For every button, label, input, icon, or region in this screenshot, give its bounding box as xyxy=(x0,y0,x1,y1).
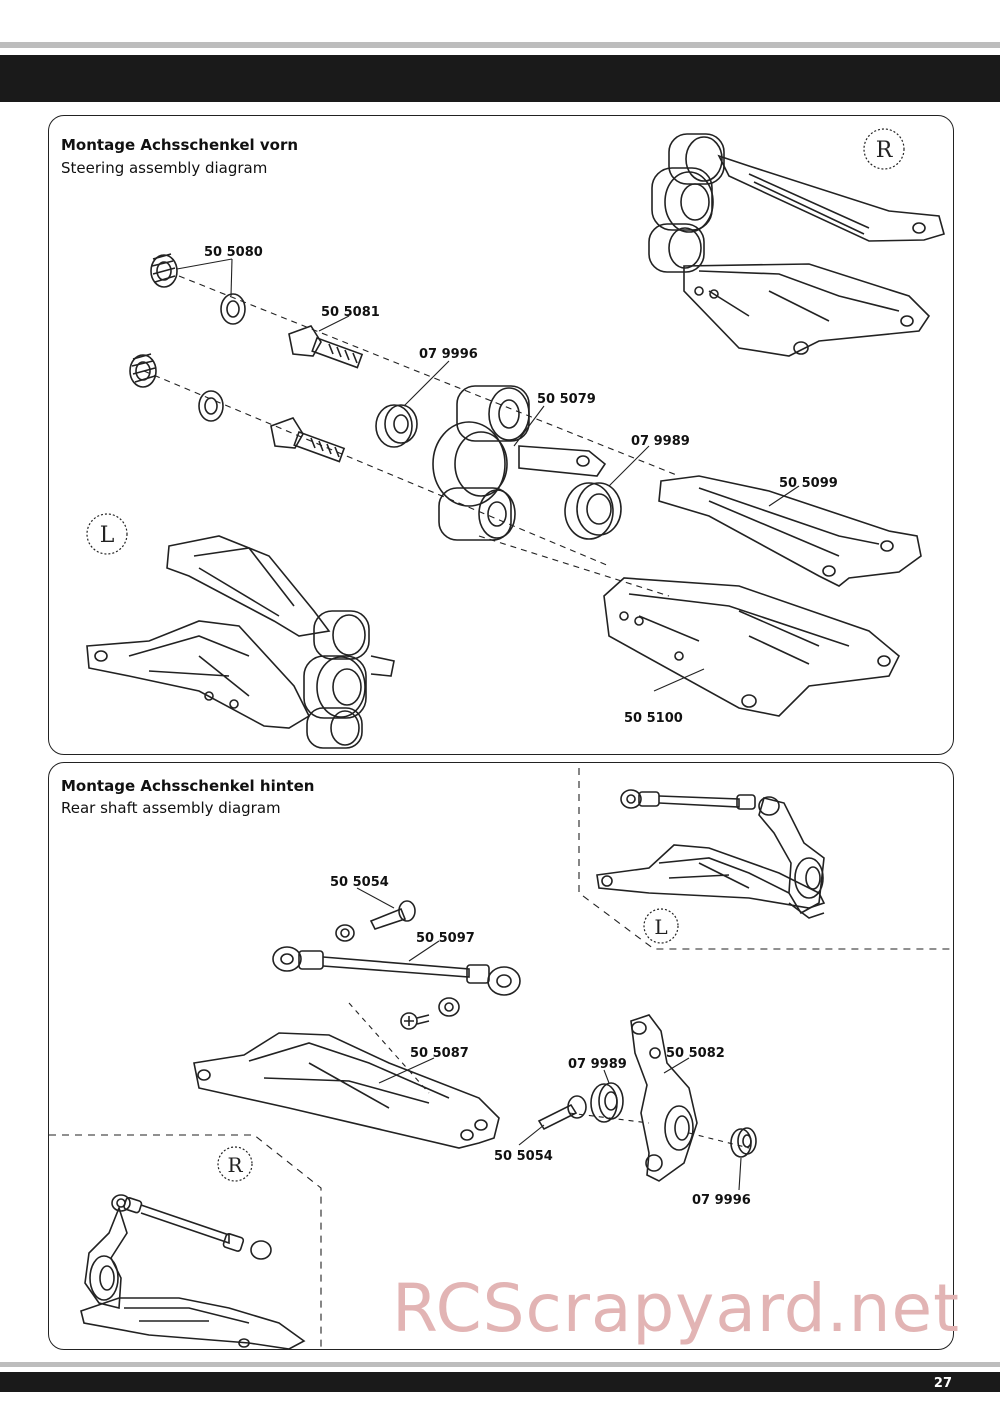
front-bearing-small xyxy=(375,404,418,448)
front-ball-stud-lower xyxy=(270,417,346,463)
front-washer-upper xyxy=(220,293,246,325)
part-label-07-9996: 07 9996 xyxy=(419,347,478,362)
part-label-07-9989: 07 9989 xyxy=(631,434,690,449)
front-threaded-insert-upper xyxy=(150,253,178,288)
rear-left-side-label: L xyxy=(654,915,667,939)
front-bearing-large xyxy=(564,482,622,540)
front-left-assembly xyxy=(86,535,395,749)
front-exploded-diagram: R xyxy=(86,128,945,749)
watermark-text: RCScrapyard.net xyxy=(392,1270,960,1347)
rear-region-dividers xyxy=(49,768,953,1349)
front-left-side-marker xyxy=(86,513,128,555)
front-right-side-marker xyxy=(863,128,905,170)
part-label-50-5099: 50 5099 xyxy=(779,476,838,491)
bottom-grey-stripe xyxy=(0,1362,1000,1367)
rear-bearing-large xyxy=(590,1082,624,1123)
front-panel-title: Montage Achsschenkel vorn xyxy=(61,136,299,154)
front-ball-stud-upper xyxy=(288,325,364,369)
rear-shaft-panel: Montage Achsschenkel hinten Rear shaft a… xyxy=(48,762,954,1350)
bottom-footer-bar xyxy=(0,1372,1000,1392)
rear-left-side-marker xyxy=(643,908,679,944)
rear-turnbuckle-link xyxy=(272,946,521,996)
rear-part-label-50-5087: 50 5087 xyxy=(410,1046,469,1061)
part-label-50-5100: 50 5100 xyxy=(624,711,683,726)
rear-pivot-pin-lower xyxy=(537,1095,587,1131)
rear-bearing-small xyxy=(730,1127,757,1158)
rear-right-inset-assembly xyxy=(80,1194,306,1349)
rear-left-inset-assembly xyxy=(596,789,826,919)
front-assembly-axes xyxy=(143,275,680,597)
page-number: 27 xyxy=(933,1376,952,1391)
front-steering-panel: Montage Achsschenkel vorn Steering assem… xyxy=(48,115,954,755)
rear-panel-subtitle: Rear shaft assembly diagram xyxy=(61,799,281,817)
rear-part-label-50-5097: 50 5097 xyxy=(416,931,475,946)
front-steering-knuckle xyxy=(432,385,607,541)
front-right-assembly xyxy=(648,133,945,357)
rear-right-side-label: R xyxy=(227,1153,243,1177)
front-threaded-insert-lower xyxy=(129,353,157,388)
rear-exploded-diagram: L xyxy=(49,768,953,1349)
rear-part-label-50-5082: 50 5082 xyxy=(666,1046,725,1061)
rear-pivot-pin-top xyxy=(335,900,416,942)
rear-part-label-50-5054-lower: 50 5054 xyxy=(494,1149,553,1164)
front-left-side-label: L xyxy=(100,523,115,548)
rear-screw-and-spacer xyxy=(400,997,460,1030)
rear-right-side-marker xyxy=(217,1146,253,1182)
front-upper-arm xyxy=(658,475,922,587)
front-leader-lines xyxy=(176,258,800,692)
top-header-bar xyxy=(0,55,1000,102)
front-right-side-label: R xyxy=(876,138,894,163)
rear-panel-title: Montage Achsschenkel hinten xyxy=(61,777,315,795)
front-washer-lower xyxy=(198,390,224,422)
rear-lower-arm xyxy=(193,1032,500,1149)
part-label-50-5079: 50 5079 xyxy=(537,392,596,407)
rear-leader-lines xyxy=(356,887,742,1191)
rear-part-label-50-5054-top: 50 5054 xyxy=(330,875,389,890)
rear-part-label-07-9989: 07 9989 xyxy=(568,1057,627,1072)
part-label-50-5081: 50 5081 xyxy=(321,305,380,320)
top-grey-stripe xyxy=(0,42,1000,48)
rear-part-label-07-9996: 07 9996 xyxy=(692,1193,751,1208)
front-lower-arm xyxy=(603,577,900,717)
part-label-50-5080: 50 5080 xyxy=(204,245,263,260)
front-panel-subtitle: Steering assembly diagram xyxy=(61,159,268,177)
rear-hub-carrier xyxy=(630,1014,698,1182)
